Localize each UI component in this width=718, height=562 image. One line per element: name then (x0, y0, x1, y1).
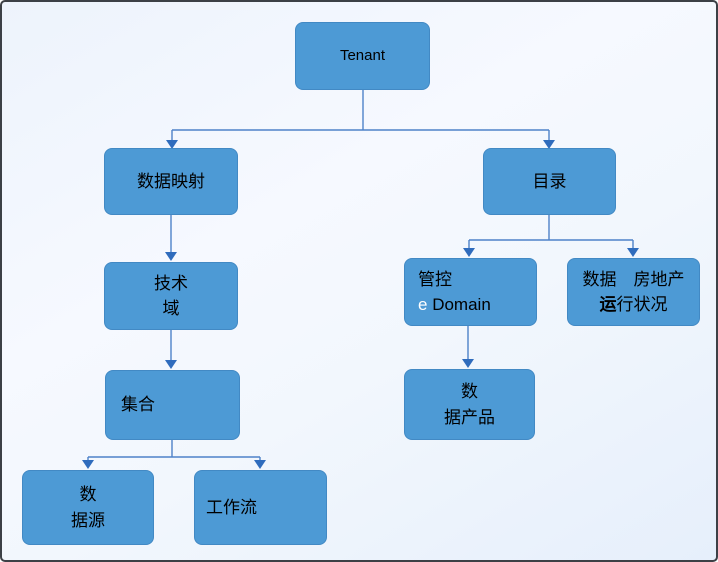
connector-catalog-children (468, 215, 634, 249)
arrowhead (82, 460, 94, 469)
node-tenant[interactable]: Tenant (295, 22, 430, 90)
node-label-line2: 域 (162, 299, 180, 318)
node-label-line1: 管控 (418, 269, 452, 289)
node-collection[interactable]: 集合 (105, 370, 240, 440)
arrowhead (165, 360, 177, 369)
node-label-line1: 数 (461, 382, 478, 401)
node-tech-domain[interactable]: 技术 域 (104, 262, 238, 330)
node-label-line1: 技术 (154, 273, 188, 293)
arrowhead (254, 460, 266, 469)
node-label-line2: 据产品 (444, 407, 495, 427)
node-data-source[interactable]: 数 据源 (22, 470, 154, 545)
node-label-line2: e Domain (418, 292, 536, 318)
node-label-line2: 运行状况 (568, 292, 699, 318)
node-label: 工作流 (206, 497, 257, 517)
node-label-line2: 据源 (71, 510, 105, 530)
node-workflow[interactable]: 工作流 (194, 470, 327, 545)
arrowhead (463, 248, 475, 257)
node-label-line2-rest: 行状况 (616, 295, 668, 314)
node-label-line2-bold: 运 (599, 295, 617, 314)
node-label: 目录 (532, 171, 567, 191)
arrowhead (462, 359, 474, 368)
node-governance[interactable]: 管控 e Domain (404, 258, 537, 326)
node-label-line1: 数据 房地产 (582, 269, 685, 289)
node-data-mapping[interactable]: 数据映射 (104, 148, 238, 215)
node-label: 数据映射 (137, 171, 205, 191)
node-data-realestate[interactable]: 数据 房地产 运行状况 (567, 258, 700, 326)
arrowhead (165, 252, 177, 261)
node-label: Tenant (339, 46, 386, 64)
accent-letter: e (418, 295, 428, 314)
node-label-line1: 数 (79, 485, 97, 504)
connector-collection-children (87, 440, 261, 461)
node-data-product[interactable]: 数 据产品 (404, 369, 535, 440)
node-label-line2-rest: Domain (432, 295, 491, 314)
arrowhead (627, 248, 639, 257)
node-catalog[interactable]: 目录 (483, 148, 616, 215)
connector-tenant-children (171, 90, 550, 141)
node-label: 集合 (121, 395, 155, 415)
